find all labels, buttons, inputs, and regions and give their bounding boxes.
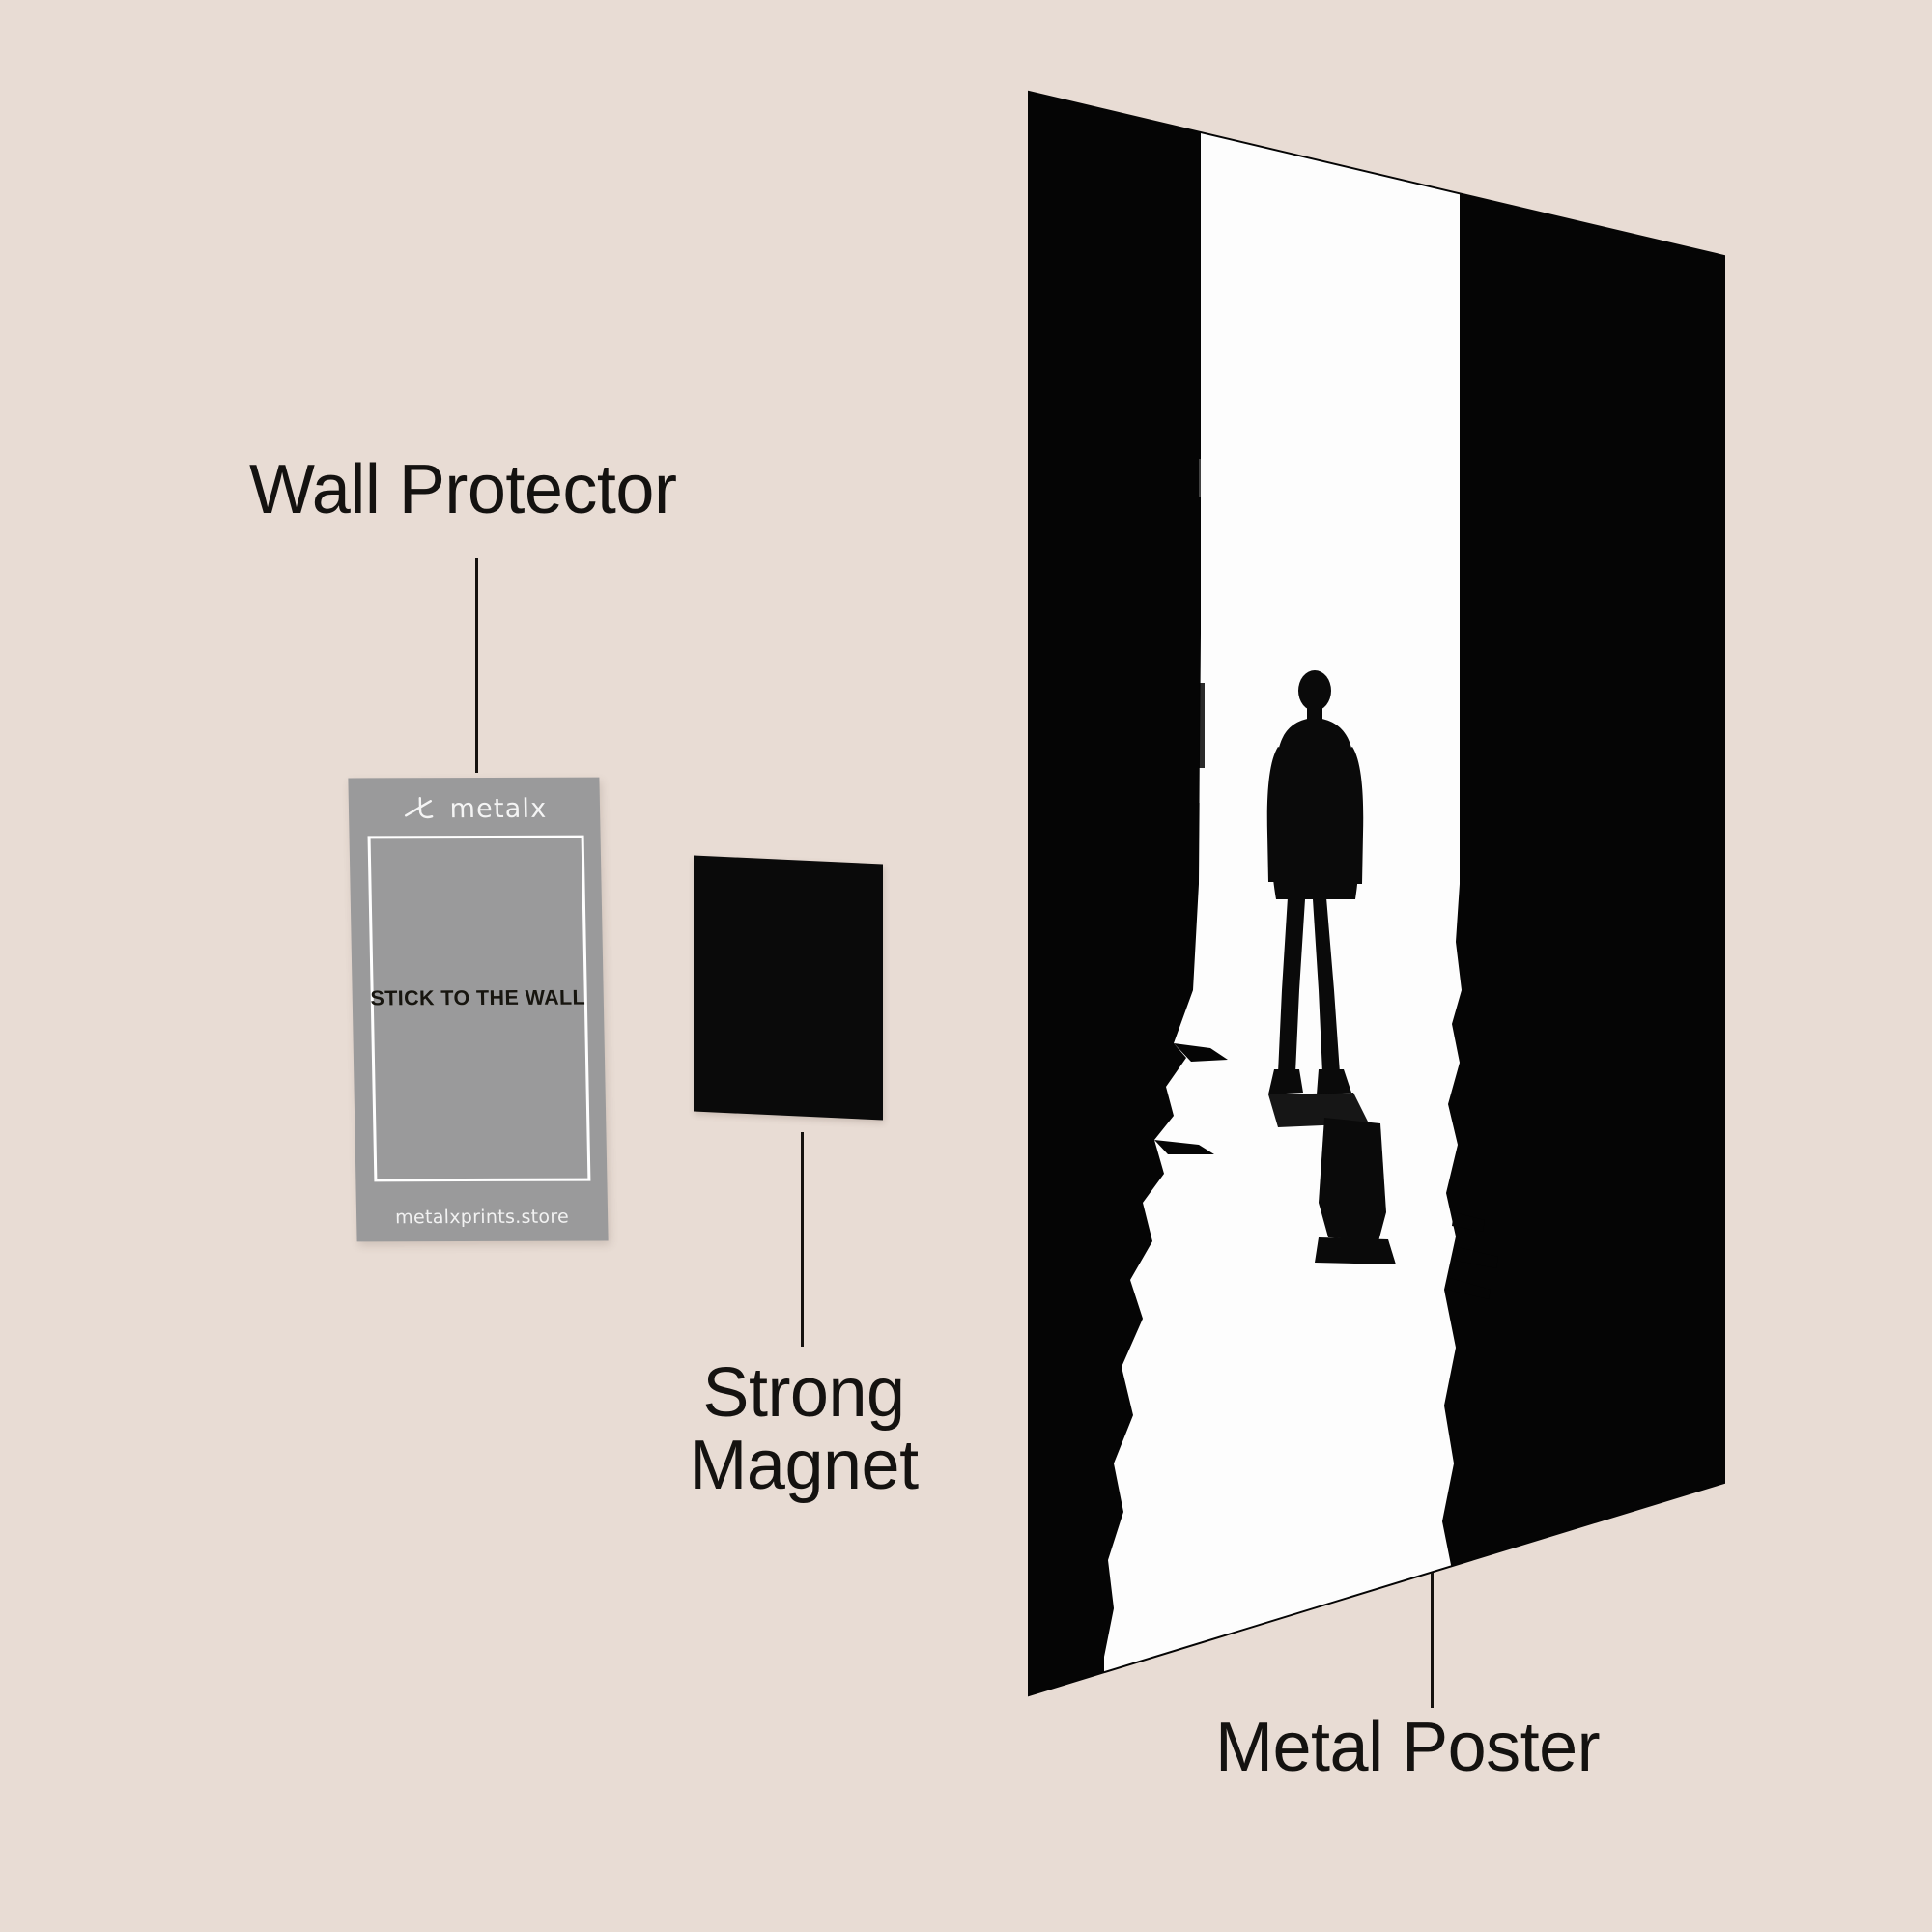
brand-name: metalx [449,793,548,824]
strong-magnet-square[interactable] [694,855,883,1121]
metalx-cross-logo-icon [404,797,433,819]
leader-line-strong-magnet [801,1132,804,1347]
callout-label-wall-protector: Wall Protector [249,451,677,528]
wall-protector-card[interactable]: metalx STICK TO THE WALL metalxprints.st… [348,777,609,1242]
callout-label-metal-poster: Metal Poster [1215,1709,1601,1786]
card-headline: STICK TO THE WALL [370,985,586,1010]
callout-label-strong-magnet: Strong Magnet [689,1354,919,1504]
store-url[interactable]: metalxprints.store [394,1206,570,1229]
leader-line-wall-protector [475,558,478,773]
leader-line-metal-poster [1431,1573,1434,1708]
metal-poster-artwork[interactable] [1028,90,1725,1697]
brand-logo: metalx [349,791,601,827]
